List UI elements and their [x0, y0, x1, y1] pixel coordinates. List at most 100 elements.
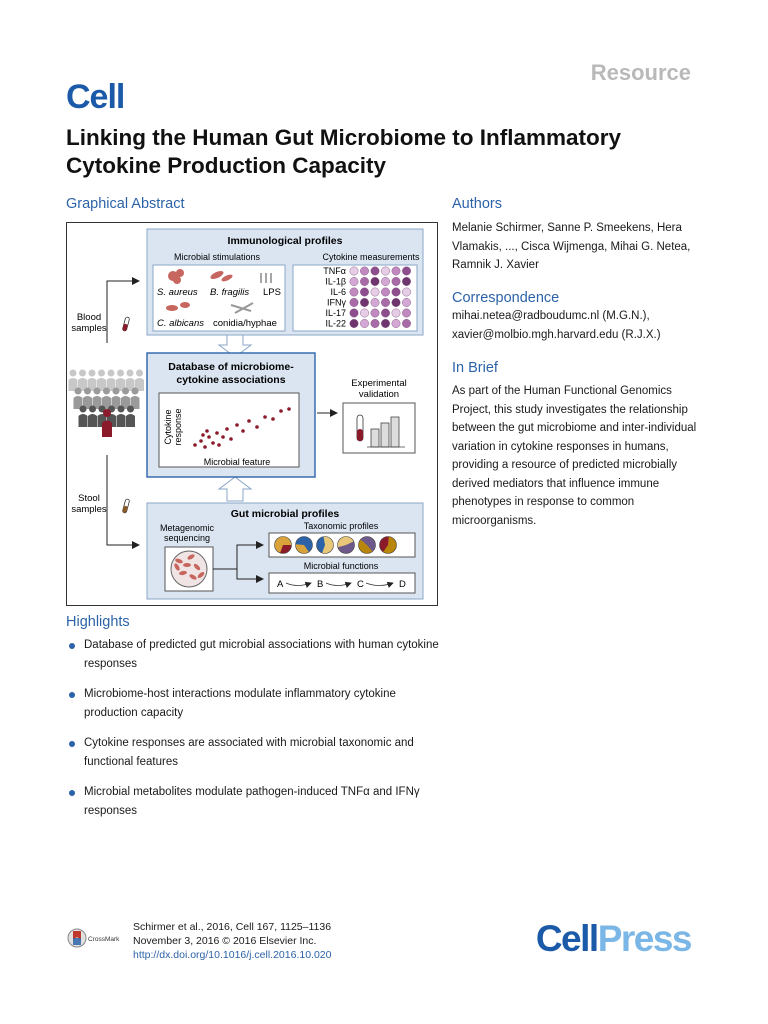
- doi-link[interactable]: http://dx.doi.org/10.1016/j.cell.2016.10…: [133, 949, 332, 961]
- well: [349, 319, 359, 328]
- person-body: [92, 396, 102, 409]
- database-label-line1: Database of microbiome-: [168, 361, 294, 373]
- person-head: [136, 369, 143, 377]
- plot-ylabel-line2: response: [173, 408, 183, 445]
- pie-slice: [383, 536, 397, 554]
- crossmark-icon: CrossMark: [67, 928, 120, 948]
- well: [360, 266, 369, 276]
- pie-outline: [316, 536, 334, 554]
- person-head: [127, 405, 134, 413]
- well: [391, 308, 401, 318]
- stim-s-aureus: S. aureus: [157, 287, 198, 298]
- pie-outline: [274, 536, 292, 554]
- cytokine-measurements-label: Cytokine measurements: [322, 252, 420, 262]
- scatter-plot-box: [158, 392, 300, 468]
- blood-label-line2: samples: [71, 323, 107, 334]
- person-head: [112, 387, 120, 395]
- experimental-label-line1: Experimental: [351, 378, 406, 389]
- well: [381, 298, 390, 307]
- scatter-point: [201, 433, 205, 437]
- dish-microbe: [175, 558, 183, 564]
- cytokine-label: TNFα: [323, 266, 346, 276]
- person-head: [117, 369, 124, 377]
- person-head: [93, 387, 101, 395]
- stimulations-label: Microbial stimulations: [174, 252, 261, 262]
- functions-arrow: [236, 569, 264, 583]
- person-body: [87, 378, 97, 391]
- person-head: [103, 387, 110, 395]
- highlight-text: Cytokine responses are associated with m…: [84, 737, 414, 768]
- person-head: [117, 405, 125, 413]
- well: [360, 287, 369, 297]
- blood-label-line1: Blood: [77, 312, 101, 323]
- well: [381, 287, 390, 297]
- scatter-point: [287, 407, 291, 411]
- dish-microbe: [187, 554, 195, 560]
- person-body: [97, 378, 106, 391]
- cytokine-label: IL-17: [325, 308, 346, 318]
- graphical-abstract-heading: Graphical Abstract: [66, 196, 185, 212]
- person-body: [130, 396, 140, 409]
- pie-slice: [316, 536, 325, 553]
- person-head: [79, 369, 86, 377]
- metagenomic-label-line1: Metagenomic: [160, 523, 215, 533]
- metagenomic-label-line2: sequencing: [164, 533, 210, 543]
- person-body: [102, 396, 111, 409]
- cytokine-label: IFNγ: [327, 298, 346, 308]
- person-body: [116, 414, 126, 427]
- stim-conidia-hyphae: conidia/hyphae: [213, 318, 277, 329]
- scatter-points: [193, 407, 291, 449]
- highlight-text: Microbial metabolites modulate pathogen-…: [84, 786, 420, 817]
- graphical-abstract-figure: Immunological profiles Microbial stimula…: [66, 222, 438, 606]
- dish-microbe: [179, 570, 187, 576]
- highlight-item: Cytokine responses are associated with m…: [66, 734, 446, 771]
- person-head: [74, 387, 82, 395]
- email-netea[interactable]: mihai.netea@radboudumc.nl (M.G.N.),: [452, 310, 650, 322]
- well: [402, 298, 411, 307]
- in-brief-text: As part of the Human Functional Genomics…: [452, 385, 697, 527]
- correspondence-heading: Correspondence: [452, 290, 560, 306]
- well: [391, 277, 401, 286]
- bullet-icon: [69, 741, 75, 747]
- person-body: [126, 414, 135, 427]
- person-head: [69, 369, 77, 377]
- well: [360, 298, 369, 307]
- cytokine-label: IL-22: [325, 319, 346, 329]
- person-head: [79, 405, 87, 413]
- person-body: [125, 378, 135, 391]
- stim-c-albicans: C. albicans: [157, 318, 204, 329]
- authors-list: Melanie Schirmer, Sanne P. Smeekens, Her…: [452, 222, 691, 271]
- email-xavier[interactable]: xavier@molbio.mgh.harvard.edu (R.J.X.): [452, 328, 661, 341]
- pathway-node-a: A: [277, 579, 284, 590]
- authors-heading: Authors: [452, 196, 502, 212]
- crossmark-badge[interactable]: CrossMark: [66, 927, 128, 949]
- citation-block: Schirmer et al., 2016, Cell 167, 1125–11…: [133, 920, 433, 962]
- well: [360, 308, 369, 318]
- down-arrow-icon: [217, 334, 253, 358]
- stool-label-line2: samples: [71, 504, 107, 515]
- publisher-logo-cell: Cell: [535, 918, 599, 959]
- blood-tube-icon: [122, 316, 130, 332]
- immunological-label: Immunological profiles: [228, 235, 343, 247]
- stool-label-line1: Stool: [78, 493, 100, 504]
- dish-microbe: [174, 563, 180, 571]
- highlight-text: Database of predicted gut microbial asso…: [84, 639, 439, 670]
- person-head: [122, 387, 129, 395]
- scatter-point: [221, 435, 225, 439]
- highlights-list: Database of predicted gut microbial asso…: [66, 636, 446, 832]
- well: [381, 319, 390, 328]
- well: [349, 287, 359, 297]
- well: [370, 287, 380, 297]
- pathway-node-d: D: [399, 579, 406, 590]
- person-body: [88, 414, 97, 427]
- pie-slice: [280, 545, 292, 554]
- well: [402, 287, 411, 297]
- scatter-point: [203, 445, 207, 449]
- taxonomic-label: Taxonomic profiles: [304, 521, 379, 531]
- taxonomic-pie-charts: [274, 536, 397, 554]
- dish-microbe: [193, 563, 201, 571]
- scatter-point: [217, 443, 221, 447]
- stool-arrow: [106, 455, 140, 549]
- stool-tube-icon: [122, 498, 130, 514]
- person-body: [116, 378, 125, 391]
